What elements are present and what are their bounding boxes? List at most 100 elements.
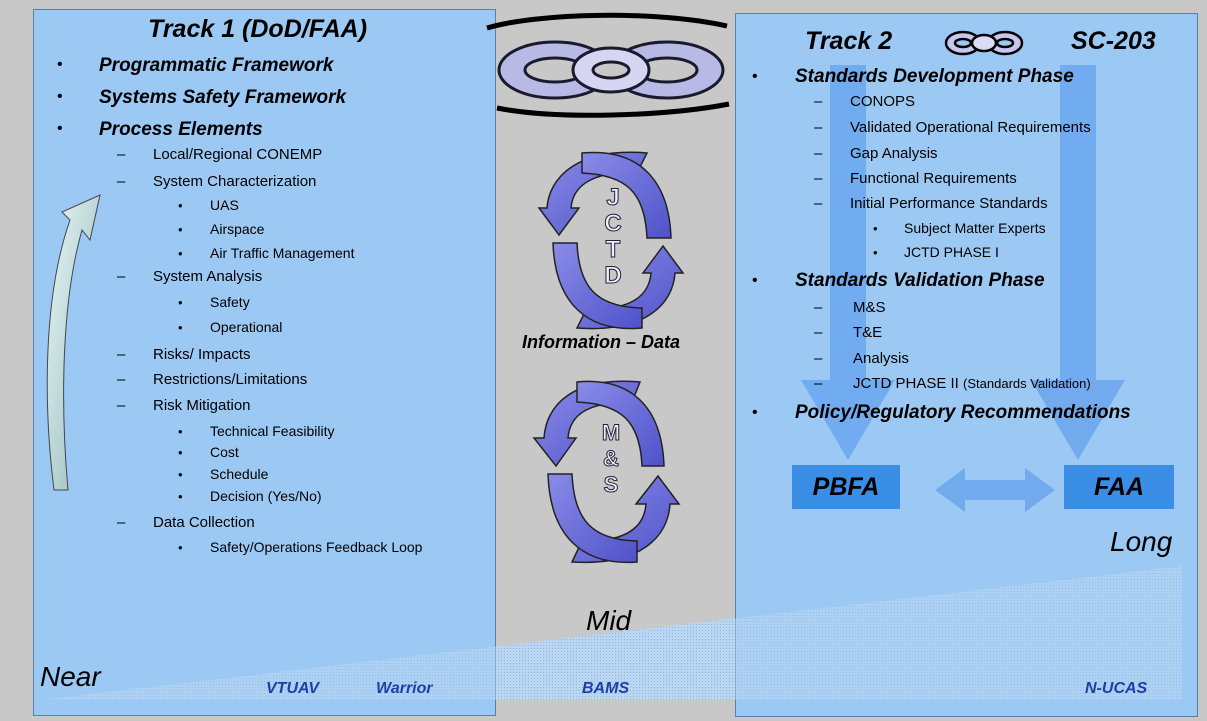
sub-subject-matter-experts: Subject Matter Experts [904, 220, 1046, 236]
pbfa-box: PBFA [792, 465, 900, 509]
sub-feedback-loop: Safety/Operations Feedback Loop [210, 539, 423, 555]
chain-links-icon [486, 12, 730, 118]
dash-icon: – [117, 514, 126, 531]
ms-letter-m: M [601, 420, 621, 446]
timeline-long: Long [1110, 526, 1173, 557]
phase-standards-development: Standards Development Phase [795, 66, 1074, 87]
faa-box: FAA [1064, 465, 1174, 509]
item-t-and-e: T&E [853, 324, 883, 341]
ms-letters: M & S [593, 420, 629, 498]
jctd-phase-2-note: (Standards Validation) [963, 376, 1091, 391]
phase-standards-validation: Standards Validation Phase [795, 270, 1045, 291]
information-data-label: Information – Data [522, 332, 681, 352]
bullet-icon: • [178, 445, 183, 460]
process-data-collection: Data Collection [153, 514, 255, 531]
bullet-icon: • [178, 489, 183, 504]
process-restrictions-limitations: Restrictions/Limitations [153, 371, 308, 388]
jctd-letter-c: C [604, 210, 622, 237]
sub-cost: Cost [210, 444, 239, 460]
dash-icon: – [814, 170, 823, 187]
bullet-icon: • [178, 540, 183, 555]
bullet-icon: • [57, 56, 63, 73]
feedback-loop-arrow [46, 194, 101, 491]
phase-policy-regulatory: Policy/Regulatory Recommendations [795, 402, 1131, 423]
dash-icon: – [814, 299, 823, 316]
item-functional-requirements: Functional Requirements [850, 170, 1017, 187]
dash-icon: – [117, 371, 126, 388]
jctd-phase-2-main: JCTD PHASE II [853, 375, 959, 392]
sub-schedule: Schedule [210, 466, 269, 482]
program-warrior: Warrior [376, 680, 433, 697]
process-risks-impacts: Risks/ Impacts [153, 346, 251, 363]
dash-icon: – [117, 268, 126, 285]
jctd-letter-j: J [606, 184, 620, 211]
item-conops: CONOPS [850, 93, 916, 110]
dash-icon: – [814, 350, 823, 367]
process-local-conemp: Local/Regional CONEMP [153, 146, 323, 163]
timeline-near: Near [40, 661, 101, 692]
ms-cycle-arrows [532, 380, 681, 564]
bullet-icon: • [178, 222, 183, 237]
bullet-icon: • [178, 320, 183, 335]
program-n-ucas: N-UCAS [1085, 680, 1148, 697]
process-system-analysis: System Analysis [153, 268, 263, 285]
dash-icon: – [814, 119, 823, 136]
jctd-letter-d: D [604, 262, 622, 289]
dash-icon: – [814, 324, 823, 341]
track2-title: Track 2 [805, 27, 893, 55]
dash-icon: – [814, 93, 823, 110]
track1-title: Track 1 (DoD/FAA) [148, 15, 368, 43]
sub-safety: Safety [210, 294, 250, 310]
bullet-icon: • [178, 246, 183, 261]
bullet-icon: • [178, 295, 183, 310]
sub-technical-feasibility: Technical Feasibility [210, 423, 335, 439]
sub-uas: UAS [210, 197, 239, 213]
bullet-icon: • [57, 120, 63, 137]
sub-airspace: Airspace [210, 221, 265, 237]
item-programmatic-framework: Programmatic Framework [99, 55, 334, 76]
track1-panel [33, 9, 496, 716]
bullet-icon: • [752, 272, 758, 289]
dash-icon: – [814, 375, 823, 392]
bullet-icon: • [178, 198, 183, 213]
item-initial-performance-standards: Initial Performance Standards [850, 195, 1048, 212]
dash-icon: – [117, 397, 126, 414]
dash-icon: – [117, 173, 126, 190]
bullet-icon: • [57, 88, 63, 105]
ms-letter-s: S [603, 472, 619, 498]
dash-icon: – [117, 346, 126, 363]
sc203-title: SC-203 [1071, 27, 1156, 55]
sub-decision: Decision (Yes/No) [210, 488, 322, 504]
process-risk-mitigation: Risk Mitigation [153, 397, 251, 414]
small-chain-icon [944, 30, 1024, 56]
jctd-cycle-arrows [537, 151, 685, 330]
timeline-mid: Mid [586, 605, 632, 636]
bullet-icon: • [178, 424, 183, 439]
item-jctd-phase-2: JCTD PHASE II (Standards Validation) [853, 375, 1091, 392]
bullet-icon: • [873, 221, 878, 236]
item-gap-analysis: Gap Analysis [850, 145, 938, 162]
ms-letter-amp: & [603, 446, 620, 472]
process-system-characterization: System Characterization [153, 173, 317, 190]
jctd-letters: J C T D [598, 184, 628, 289]
dash-icon: – [814, 195, 823, 212]
jctd-letter-t: T [605, 236, 621, 263]
bullet-icon: • [752, 404, 758, 421]
item-systems-safety-framework: Systems Safety Framework [99, 87, 347, 108]
item-m-and-s: M&S [853, 299, 886, 316]
bullet-icon: • [178, 467, 183, 482]
item-analysis: Analysis [853, 350, 909, 367]
dash-icon: – [117, 146, 126, 163]
sub-jctd-phase-1: JCTD PHASE I [904, 244, 999, 260]
sub-air-traffic-management: Air Traffic Management [210, 245, 355, 261]
program-vtuav: VTUAV [266, 680, 320, 697]
program-bams: BAMS [582, 680, 630, 697]
flow-arrows [801, 65, 1125, 512]
sub-operational: Operational [210, 319, 283, 335]
dash-icon: – [814, 145, 823, 162]
bullet-icon: • [873, 245, 878, 260]
item-validated-operational-requirements: Validated Operational Requirements [850, 119, 1091, 136]
item-process-elements: Process Elements [99, 119, 263, 140]
